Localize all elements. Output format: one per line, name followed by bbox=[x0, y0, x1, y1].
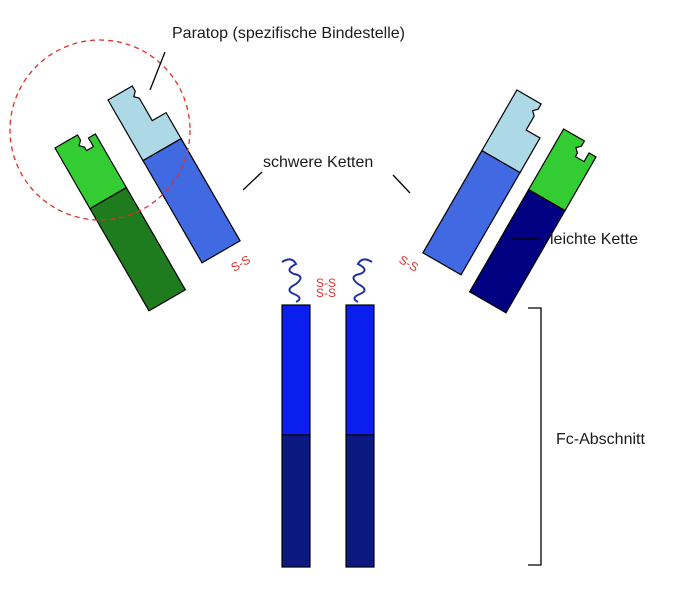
fc-bracket bbox=[528, 307, 542, 566]
fc-heavy-lower-right bbox=[345, 434, 375, 568]
fc-region-label: Fc-Abschnitt bbox=[556, 431, 645, 448]
light-chain-label: leichte Kette bbox=[550, 231, 638, 248]
disulfide-hinge-2: S-S bbox=[316, 286, 336, 300]
fc-heavy-lower-left bbox=[281, 434, 311, 568]
hinge-coil-right bbox=[352, 258, 373, 303]
heavy-chains-leader-right bbox=[392, 174, 411, 194]
heavy-chains-label: schwere Ketten bbox=[263, 154, 373, 171]
heavy-constant-domain-left bbox=[142, 137, 241, 264]
light-constant-domain-right bbox=[468, 188, 566, 314]
heavy-chains-leader-left bbox=[242, 171, 263, 191]
disulfide-right-arm: S-S bbox=[397, 252, 421, 274]
disulfide-left-arm: S-S bbox=[229, 252, 253, 274]
paratope-label: Paratop (spezifische Bindestelle) bbox=[172, 25, 405, 42]
disulfide-hinge-1: S-S bbox=[316, 276, 336, 290]
fc-heavy-upper-right bbox=[345, 304, 375, 436]
paratope-leader-line bbox=[149, 51, 166, 91]
light-chain-right bbox=[468, 128, 597, 314]
hinge-coil-left bbox=[281, 258, 302, 303]
heavy-chain-right bbox=[422, 89, 542, 276]
paratope-circle bbox=[9, 39, 191, 221]
fc-heavy-upper-left bbox=[281, 304, 311, 436]
heavy-constant-domain-right bbox=[422, 149, 521, 276]
heavy-chain-left bbox=[107, 85, 241, 264]
